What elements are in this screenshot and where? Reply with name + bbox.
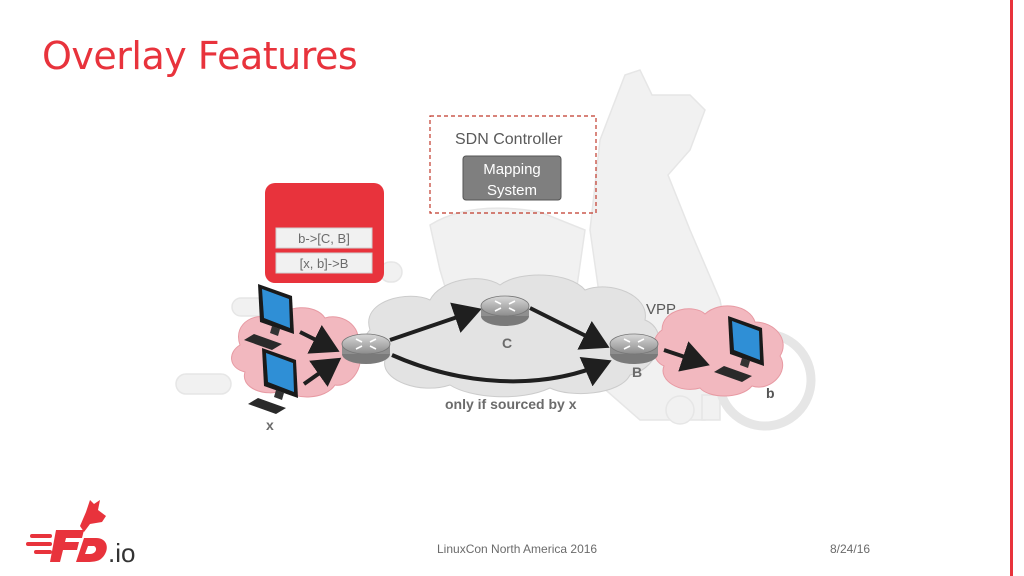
mapping-system-label-line2: System [487,182,537,199]
sdn-controller-label: SDN Controller [455,131,563,148]
router-c-label: C [502,335,512,351]
link-router-b-to-host-b [663,341,710,372]
mapping-system-box [462,155,562,201]
right-accent-rule [1010,0,1013,576]
slide-title: Overlay Features [42,34,358,78]
path-note: only if sourced by x [445,396,577,412]
link-router-c-to-router-b [529,306,610,350]
map-entry-1: b->[C, B] [298,231,350,246]
links [299,302,710,387]
router-b-label: B [632,364,642,380]
link-router-a-to-router-c [389,302,482,342]
map-entry-1-bg [275,227,373,249]
map-entry-2: [x, b]->B [300,256,349,271]
link-host-top-to-router-a [299,324,340,354]
footer-event: LinuxCon North America 2016 [437,542,598,556]
router-a [341,333,391,365]
vpp-label: VPP [646,301,676,318]
mapping-system-label-line1: Mapping [483,161,541,178]
host-x-label: x [266,417,274,433]
link-router-a-to-router-b-direct [391,353,612,387]
footer-date: 8/24/16 [830,542,871,556]
fdio-logo: .io [26,500,135,568]
link-host-x-to-router-a [302,357,342,387]
logo-text: .io [108,538,135,568]
sdn-controller-box [429,115,597,214]
map-entry-2-bg [275,252,373,274]
router-c [480,295,530,327]
router-b [609,333,659,365]
host-b-label: b [766,385,775,401]
